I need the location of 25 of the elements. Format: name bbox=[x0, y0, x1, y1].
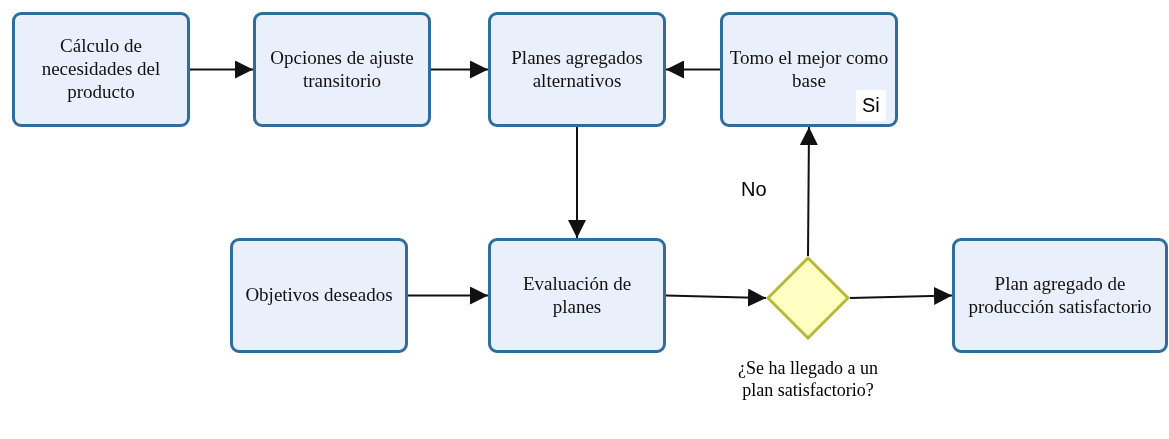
process-box bbox=[952, 238, 1168, 353]
arrow bbox=[189, 60, 254, 79]
node-text: Evaluación de planes bbox=[521, 272, 633, 319]
process-box bbox=[12, 12, 190, 127]
process-box bbox=[253, 12, 431, 127]
decision-diamond bbox=[766, 256, 850, 340]
process-box bbox=[488, 238, 666, 353]
arrow bbox=[568, 126, 586, 239]
arrow bbox=[407, 286, 489, 305]
node-text: Tomo el mejor como base bbox=[728, 46, 890, 93]
arrow bbox=[665, 288, 767, 307]
process-box bbox=[230, 238, 408, 353]
process-box bbox=[488, 12, 666, 127]
arrow bbox=[799, 126, 818, 257]
arrow bbox=[430, 60, 489, 79]
process-box bbox=[720, 12, 898, 127]
node-text: Plan agregado de producción satisfactorio bbox=[967, 272, 1153, 319]
arrow bbox=[665, 60, 721, 79]
arrow bbox=[849, 286, 953, 305]
node-text: Objetivos deseados bbox=[244, 284, 394, 307]
branch-label: Si bbox=[856, 90, 886, 121]
node-text: Planes agregados alternativos bbox=[510, 46, 644, 93]
decision-caption: ¿Se ha llegado a un plan satisfactorio? bbox=[737, 358, 879, 402]
node-text: Cálculo de necesidades del producto bbox=[40, 35, 162, 104]
node-text: Opciones de ajuste transitorio bbox=[269, 46, 415, 93]
